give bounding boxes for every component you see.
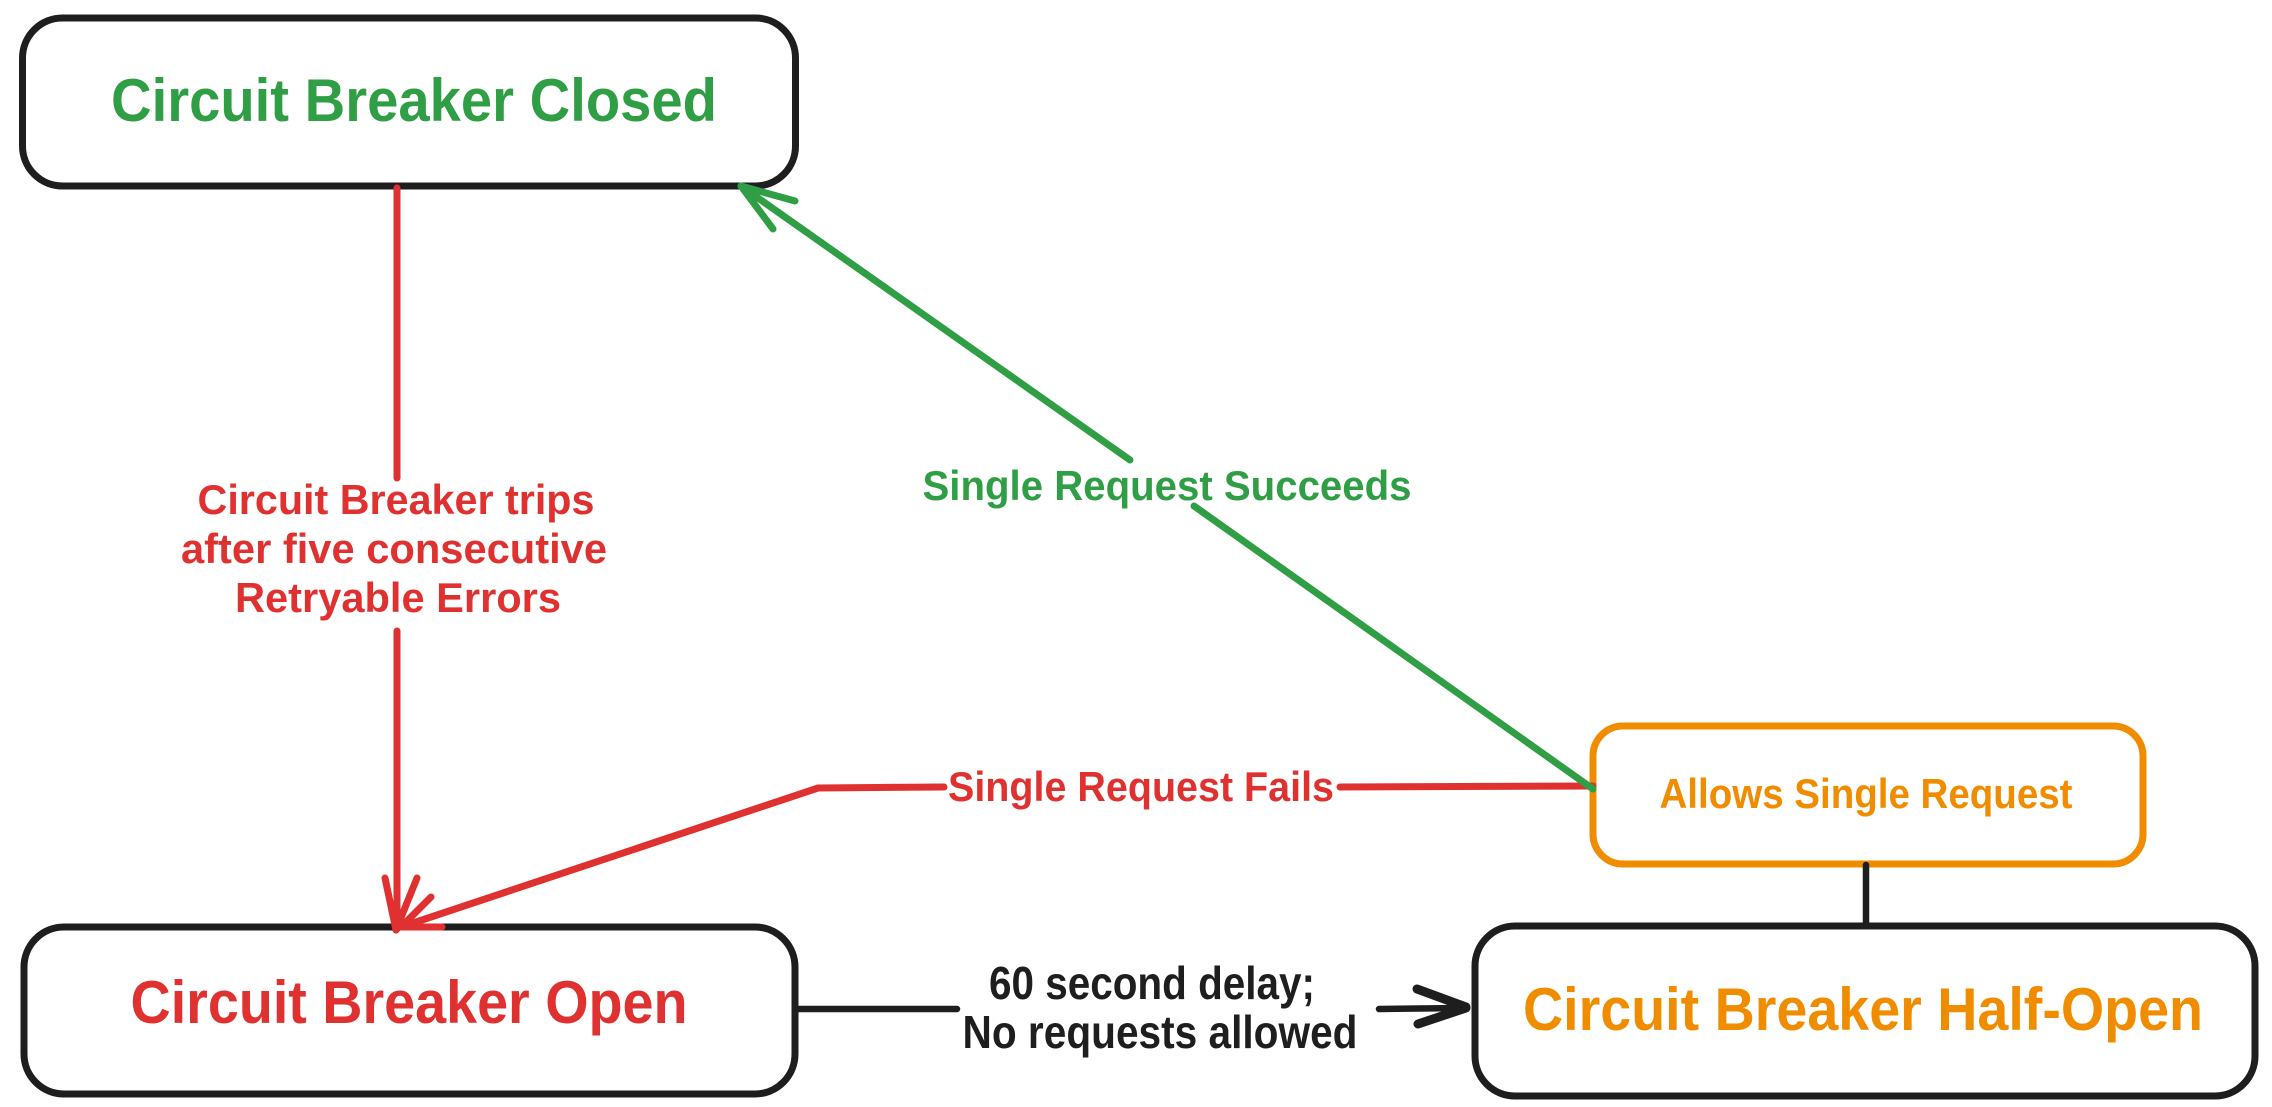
svg-text:Single Request Fails: Single Request Fails <box>948 763 1334 810</box>
svg-text:Circuit Breaker trips: Circuit Breaker trips <box>198 476 595 523</box>
svg-text:Single Request Succeeds: Single Request Succeeds <box>923 462 1412 509</box>
svg-text:after five consecutive: after five consecutive <box>181 525 607 572</box>
svg-text:Circuit Breaker Half-Open: Circuit Breaker Half-Open <box>1523 976 2203 1043</box>
svg-text:Retryable Errors: Retryable Errors <box>235 574 561 621</box>
svg-text:Allows Single Request: Allows Single Request <box>1660 770 2073 817</box>
svg-text:Circuit Breaker Open: Circuit Breaker Open <box>131 969 688 1036</box>
svg-text:60 second delay;: 60 second delay; <box>989 957 1315 1009</box>
svg-text:Circuit Breaker Closed: Circuit Breaker Closed <box>111 67 717 134</box>
svg-text:No requests allowed: No requests allowed <box>963 1006 1358 1058</box>
